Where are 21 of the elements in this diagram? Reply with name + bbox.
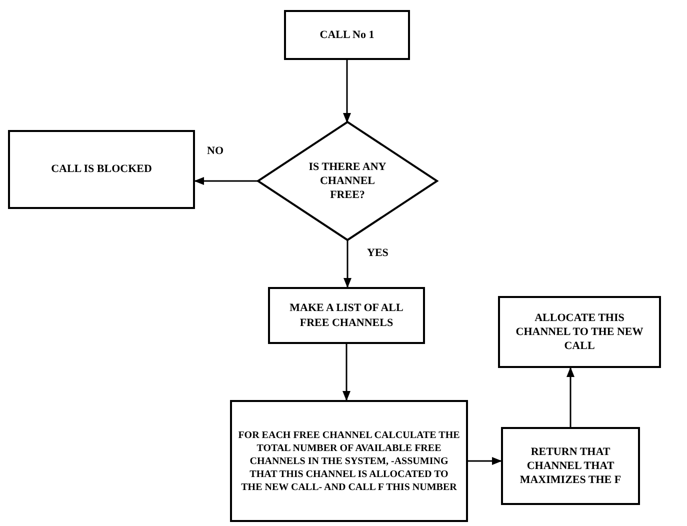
arrow — [468, 457, 502, 465]
process-box — [8, 130, 195, 209]
node-text: FOR EACH FREE CHANNEL CALCULATE THE TOTAL NUMBER OF AVAILABLE FREE CHANNELS IN THE SYSTEM, -ASSUMING THAT THIS CHANNEL IS ALLOCATED TO THE NEW CALL- AND CALL F THIS NUMBER — [238, 428, 460, 494]
arrow — [343, 60, 351, 123]
edge-label: YES — [365, 247, 390, 259]
process-box — [498, 296, 661, 368]
process-box — [501, 427, 640, 505]
process-box — [230, 400, 468, 522]
node-text: CALL No 1 — [320, 28, 374, 42]
node-text: ALLOCATE THIS CHANNEL TO THE NEW CALL — [514, 310, 644, 354]
arrow — [342, 344, 350, 401]
node-text: RETURN THAT CHANNEL THAT MAXIMIZES THE F — [518, 444, 622, 488]
arrow — [344, 240, 352, 288]
arrow — [194, 177, 258, 185]
process-box — [268, 287, 425, 344]
node-text: MAKE A LIST OF ALL FREE CHANNELS — [288, 301, 404, 330]
arrow — [566, 367, 574, 427]
node-text: IS THERE ANY CHANNEL FREE? — [308, 160, 388, 202]
edge-label: NO — [205, 145, 226, 157]
node-text: CALL IS BLOCKED — [51, 162, 152, 177]
process-box — [284, 10, 410, 60]
